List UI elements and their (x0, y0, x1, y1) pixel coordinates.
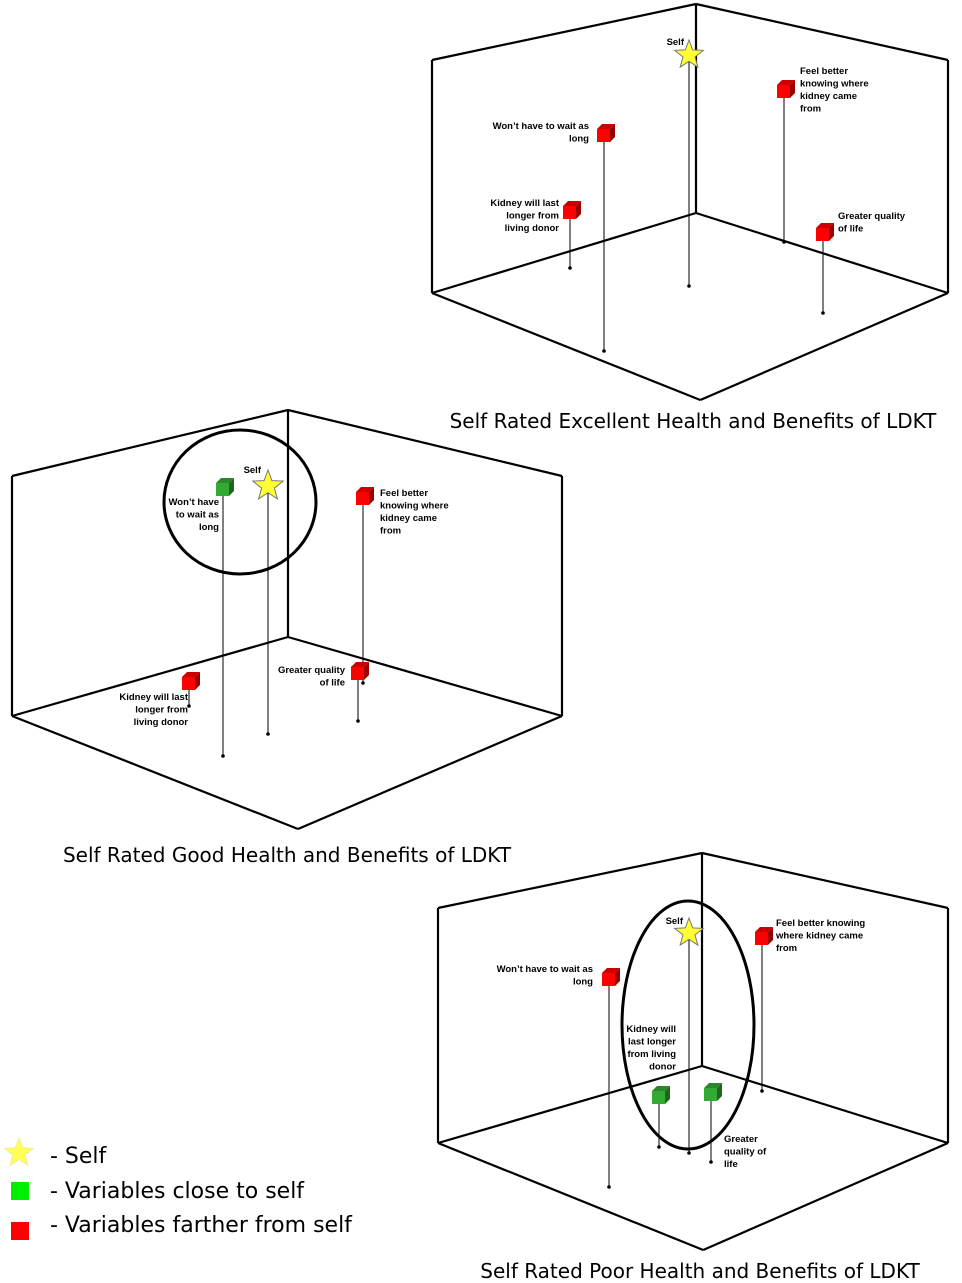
wait-cube-icon (602, 968, 620, 986)
room-edges (436, 851, 950, 1252)
self-label: Self (244, 465, 262, 476)
legend-label-self: - Self (50, 1144, 108, 1169)
room-edges (430, 2, 950, 402)
kidney-cube-icon (182, 672, 200, 690)
panel-caption: Self Rated Excellent Health and Benefits… (450, 409, 938, 433)
cluster-ellipse (162, 428, 318, 576)
feel-cube-icon (755, 927, 773, 945)
cluster-ellipse (620, 899, 756, 1151)
legend: - Self - Variables close to self - Varia… (3, 1136, 353, 1240)
legend-green-square-icon (11, 1182, 29, 1200)
wait-cube-icon (597, 124, 615, 142)
self-label: Self (667, 37, 685, 48)
quality-cube-icon (704, 1083, 722, 1101)
legend-red-square-icon (11, 1222, 29, 1240)
quality-cube-icon (816, 223, 834, 241)
legend-star-icon (3, 1136, 35, 1167)
panel-caption: Self Rated Poor Health and Benefits of L… (480, 1259, 920, 1283)
feel-cube-icon (356, 487, 374, 505)
self-star-icon (673, 916, 705, 947)
panel-caption: Self Rated Good Health and Benefits of L… (63, 843, 512, 867)
kidney-cube-icon (652, 1086, 670, 1104)
kidney-cube-icon (563, 201, 581, 219)
self-star-icon (251, 468, 285, 501)
wait-cube-icon (216, 478, 234, 496)
self-label: Self (666, 916, 684, 927)
quality-cube-icon (351, 662, 369, 680)
legend-label-close: - Variables close to self (50, 1179, 305, 1204)
legend-label-far: - Variables farther from self (50, 1213, 353, 1238)
feel-cube-icon (777, 80, 795, 98)
room-edges (10, 408, 564, 831)
self-star-icon (673, 38, 705, 69)
